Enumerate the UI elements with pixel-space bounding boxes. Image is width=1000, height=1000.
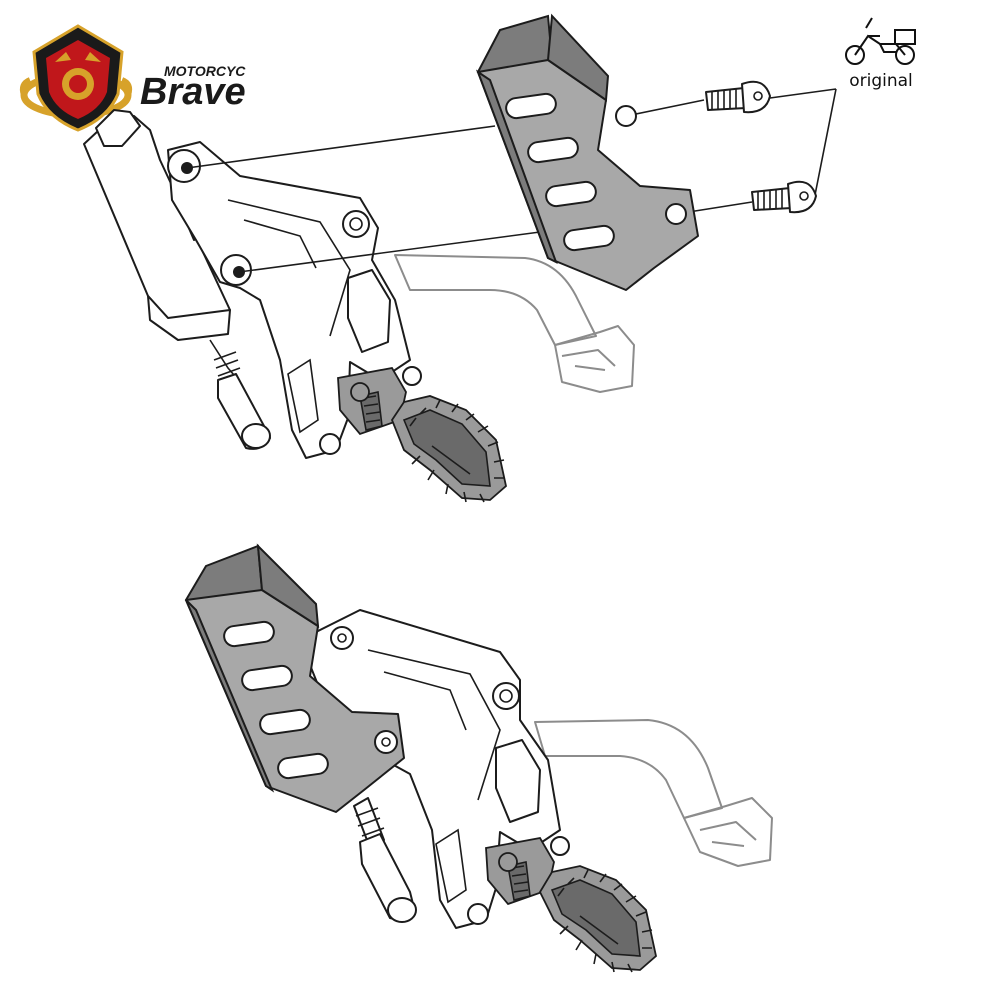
heel-guard-plate: [184, 543, 405, 813]
heel-guard-plate: [475, 13, 699, 291]
pointer-lines: [769, 88, 837, 196]
bolt-top: [705, 80, 771, 114]
footpeg: [485, 836, 657, 973]
brave-shield-logo-icon: [19, 24, 133, 132]
assembly-lines: [186, 125, 541, 273]
bolt-bottom: [751, 180, 817, 214]
bottom-assembly: [184, 543, 773, 973]
top-assembly: [83, 13, 817, 503]
gear-lever: [534, 719, 773, 867]
gear-lever: [394, 254, 635, 393]
master-cylinder-rod: [353, 797, 417, 923]
footpeg: [337, 366, 507, 503]
motorcycle-icon: [845, 17, 916, 65]
bolt-head-bottom: [374, 730, 398, 754]
brand-logo: MOTORCYC Brave: [19, 24, 246, 132]
bolt-head-top: [330, 626, 354, 650]
original-marker: original: [769, 17, 916, 196]
brand-line-1: MOTORCYC: [164, 63, 246, 79]
brand-line-2: Brave: [140, 71, 246, 113]
original-label: original: [849, 71, 913, 91]
